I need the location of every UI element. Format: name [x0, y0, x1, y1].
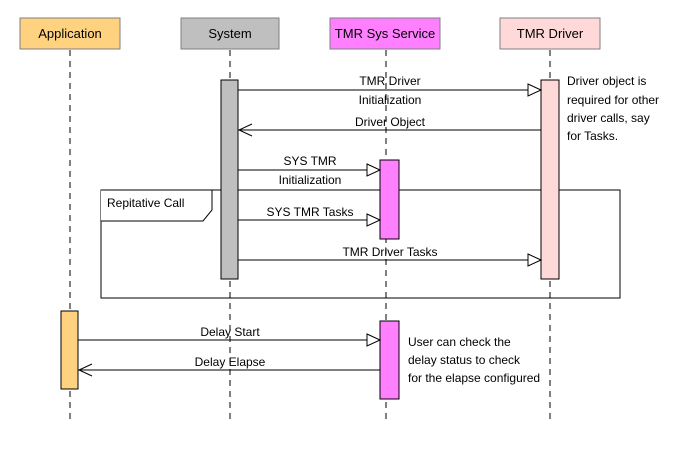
- participant-tmr-sys-service: TMR Sys Service: [329, 17, 441, 50]
- note-delay-status: User can check the delay status to check…: [408, 335, 540, 385]
- participant-tmr-driver-label: TMR Driver: [517, 26, 584, 41]
- note-line: for Tasks.: [567, 129, 618, 143]
- message-label: Initialization: [359, 93, 422, 107]
- activation-application: [60, 310, 79, 390]
- note-line: Driver object is: [567, 74, 646, 88]
- activation-tmr-sys-service-1: [379, 159, 400, 240]
- activation-tmr-driver: [540, 79, 560, 280]
- repetitive-call-fragment: Repitative Call: [100, 189, 621, 299]
- message-tmr-driver-tasks: TMR Driver Tasks: [238, 245, 543, 267]
- note-driver-object: Driver object is required for other driv…: [567, 74, 659, 143]
- note-line: driver calls, say: [567, 111, 650, 125]
- participant-tmr-driver: TMR Driver: [499, 17, 601, 50]
- message-driver-object: Driver Object: [237, 115, 541, 137]
- fragment-label: Repitative Call: [107, 196, 184, 210]
- note-line: for the elapse configured: [408, 371, 540, 385]
- message-label: Delay Elapse: [195, 355, 266, 369]
- note-line: required for other: [567, 93, 659, 107]
- message-sys-tmr-tasks: SYS TMR Tasks: [238, 205, 382, 227]
- message-delay-start: Delay Start: [78, 325, 382, 347]
- activation-tmr-sys-service-2: [379, 320, 400, 400]
- participant-system: System: [180, 17, 280, 50]
- participant-system-label: System: [208, 26, 251, 41]
- note-line: User can check the: [408, 335, 511, 349]
- message-label: TMR Driver: [359, 74, 420, 88]
- participant-application: Application: [19, 17, 121, 50]
- message-sys-tmr-initialization: SYS TMR Initialization: [238, 154, 382, 187]
- message-label: Initialization: [279, 173, 342, 187]
- message-label: SYS TMR: [283, 154, 336, 168]
- message-tmr-driver-initialization: TMR Driver Initialization: [238, 74, 543, 107]
- message-label: TMR Driver Tasks: [342, 245, 437, 259]
- note-line: delay status to check: [408, 353, 521, 367]
- message-delay-elapse: Delay Elapse: [77, 355, 380, 377]
- participant-tmr-sys-service-label: TMR Sys Service: [335, 26, 435, 41]
- activation-system: [220, 79, 239, 280]
- message-label: SYS TMR Tasks: [267, 205, 354, 219]
- message-label: Driver Object: [355, 115, 426, 129]
- message-label: Delay Start: [200, 325, 260, 339]
- participant-application-label: Application: [38, 26, 102, 41]
